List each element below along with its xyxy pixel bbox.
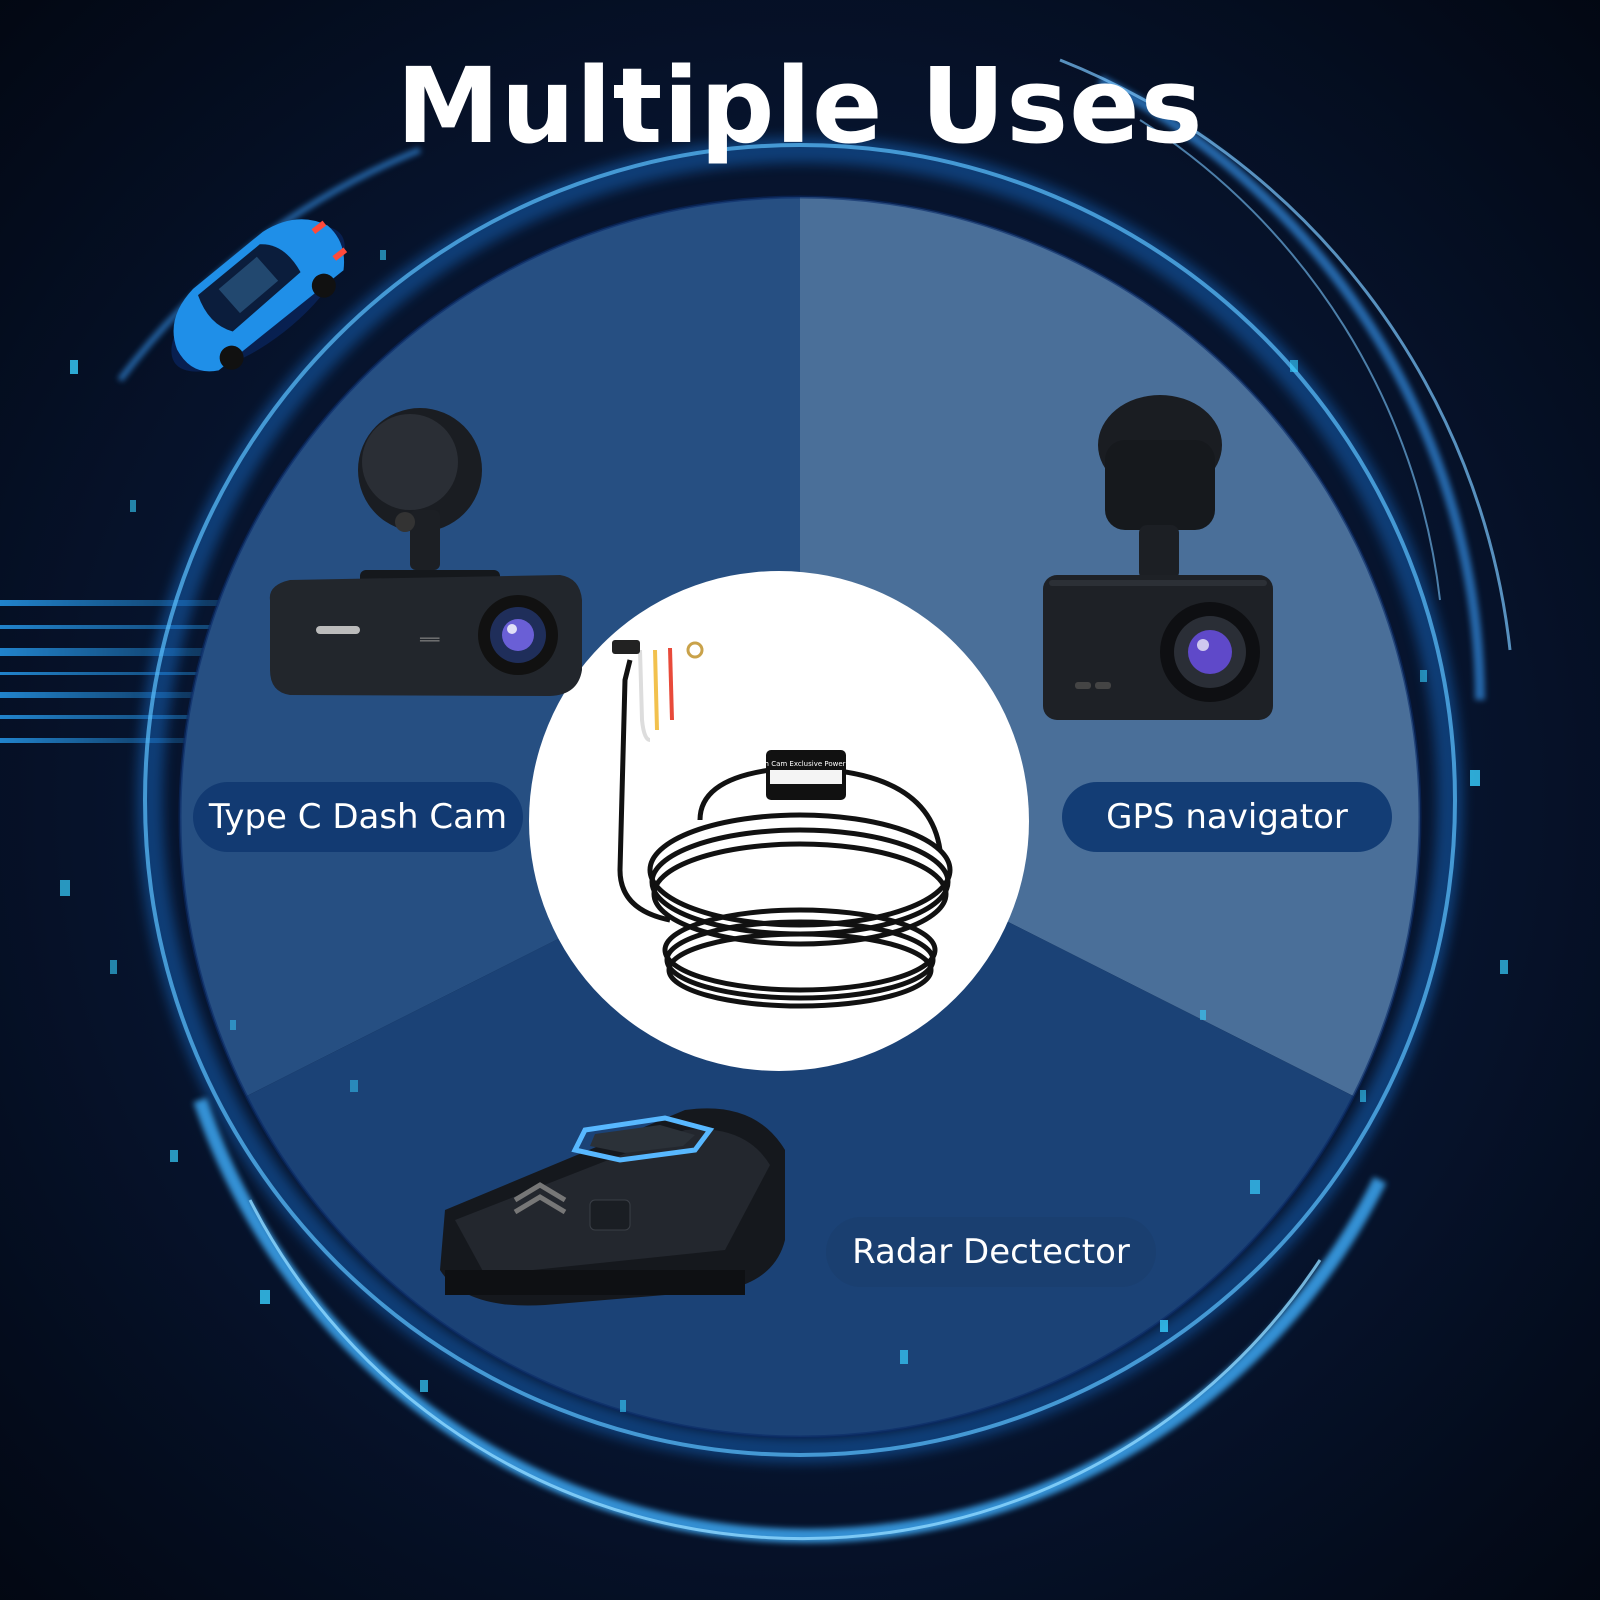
label-type-c-dash-cam: Type C Dash Cam xyxy=(193,782,523,852)
power-box-text: Dash Cam Exclusive Power Box xyxy=(751,760,861,768)
power-cable-icon: Dash Cam Exclusive Power Box xyxy=(612,640,953,1009)
label-gps-navigator: GPS navigator xyxy=(1062,782,1392,852)
particles xyxy=(60,250,1508,1412)
radar-detector-icon xyxy=(440,1108,785,1306)
light-streaks xyxy=(0,600,380,743)
gps-navigator-icon xyxy=(1043,395,1273,720)
page-title: Multiple Uses xyxy=(396,45,1204,167)
car-icon xyxy=(171,219,348,372)
dash-cam-icon: ══ xyxy=(269,408,582,696)
label-radar-detector: Radar Dectector xyxy=(826,1217,1156,1287)
svg-text:══: ══ xyxy=(419,630,440,649)
